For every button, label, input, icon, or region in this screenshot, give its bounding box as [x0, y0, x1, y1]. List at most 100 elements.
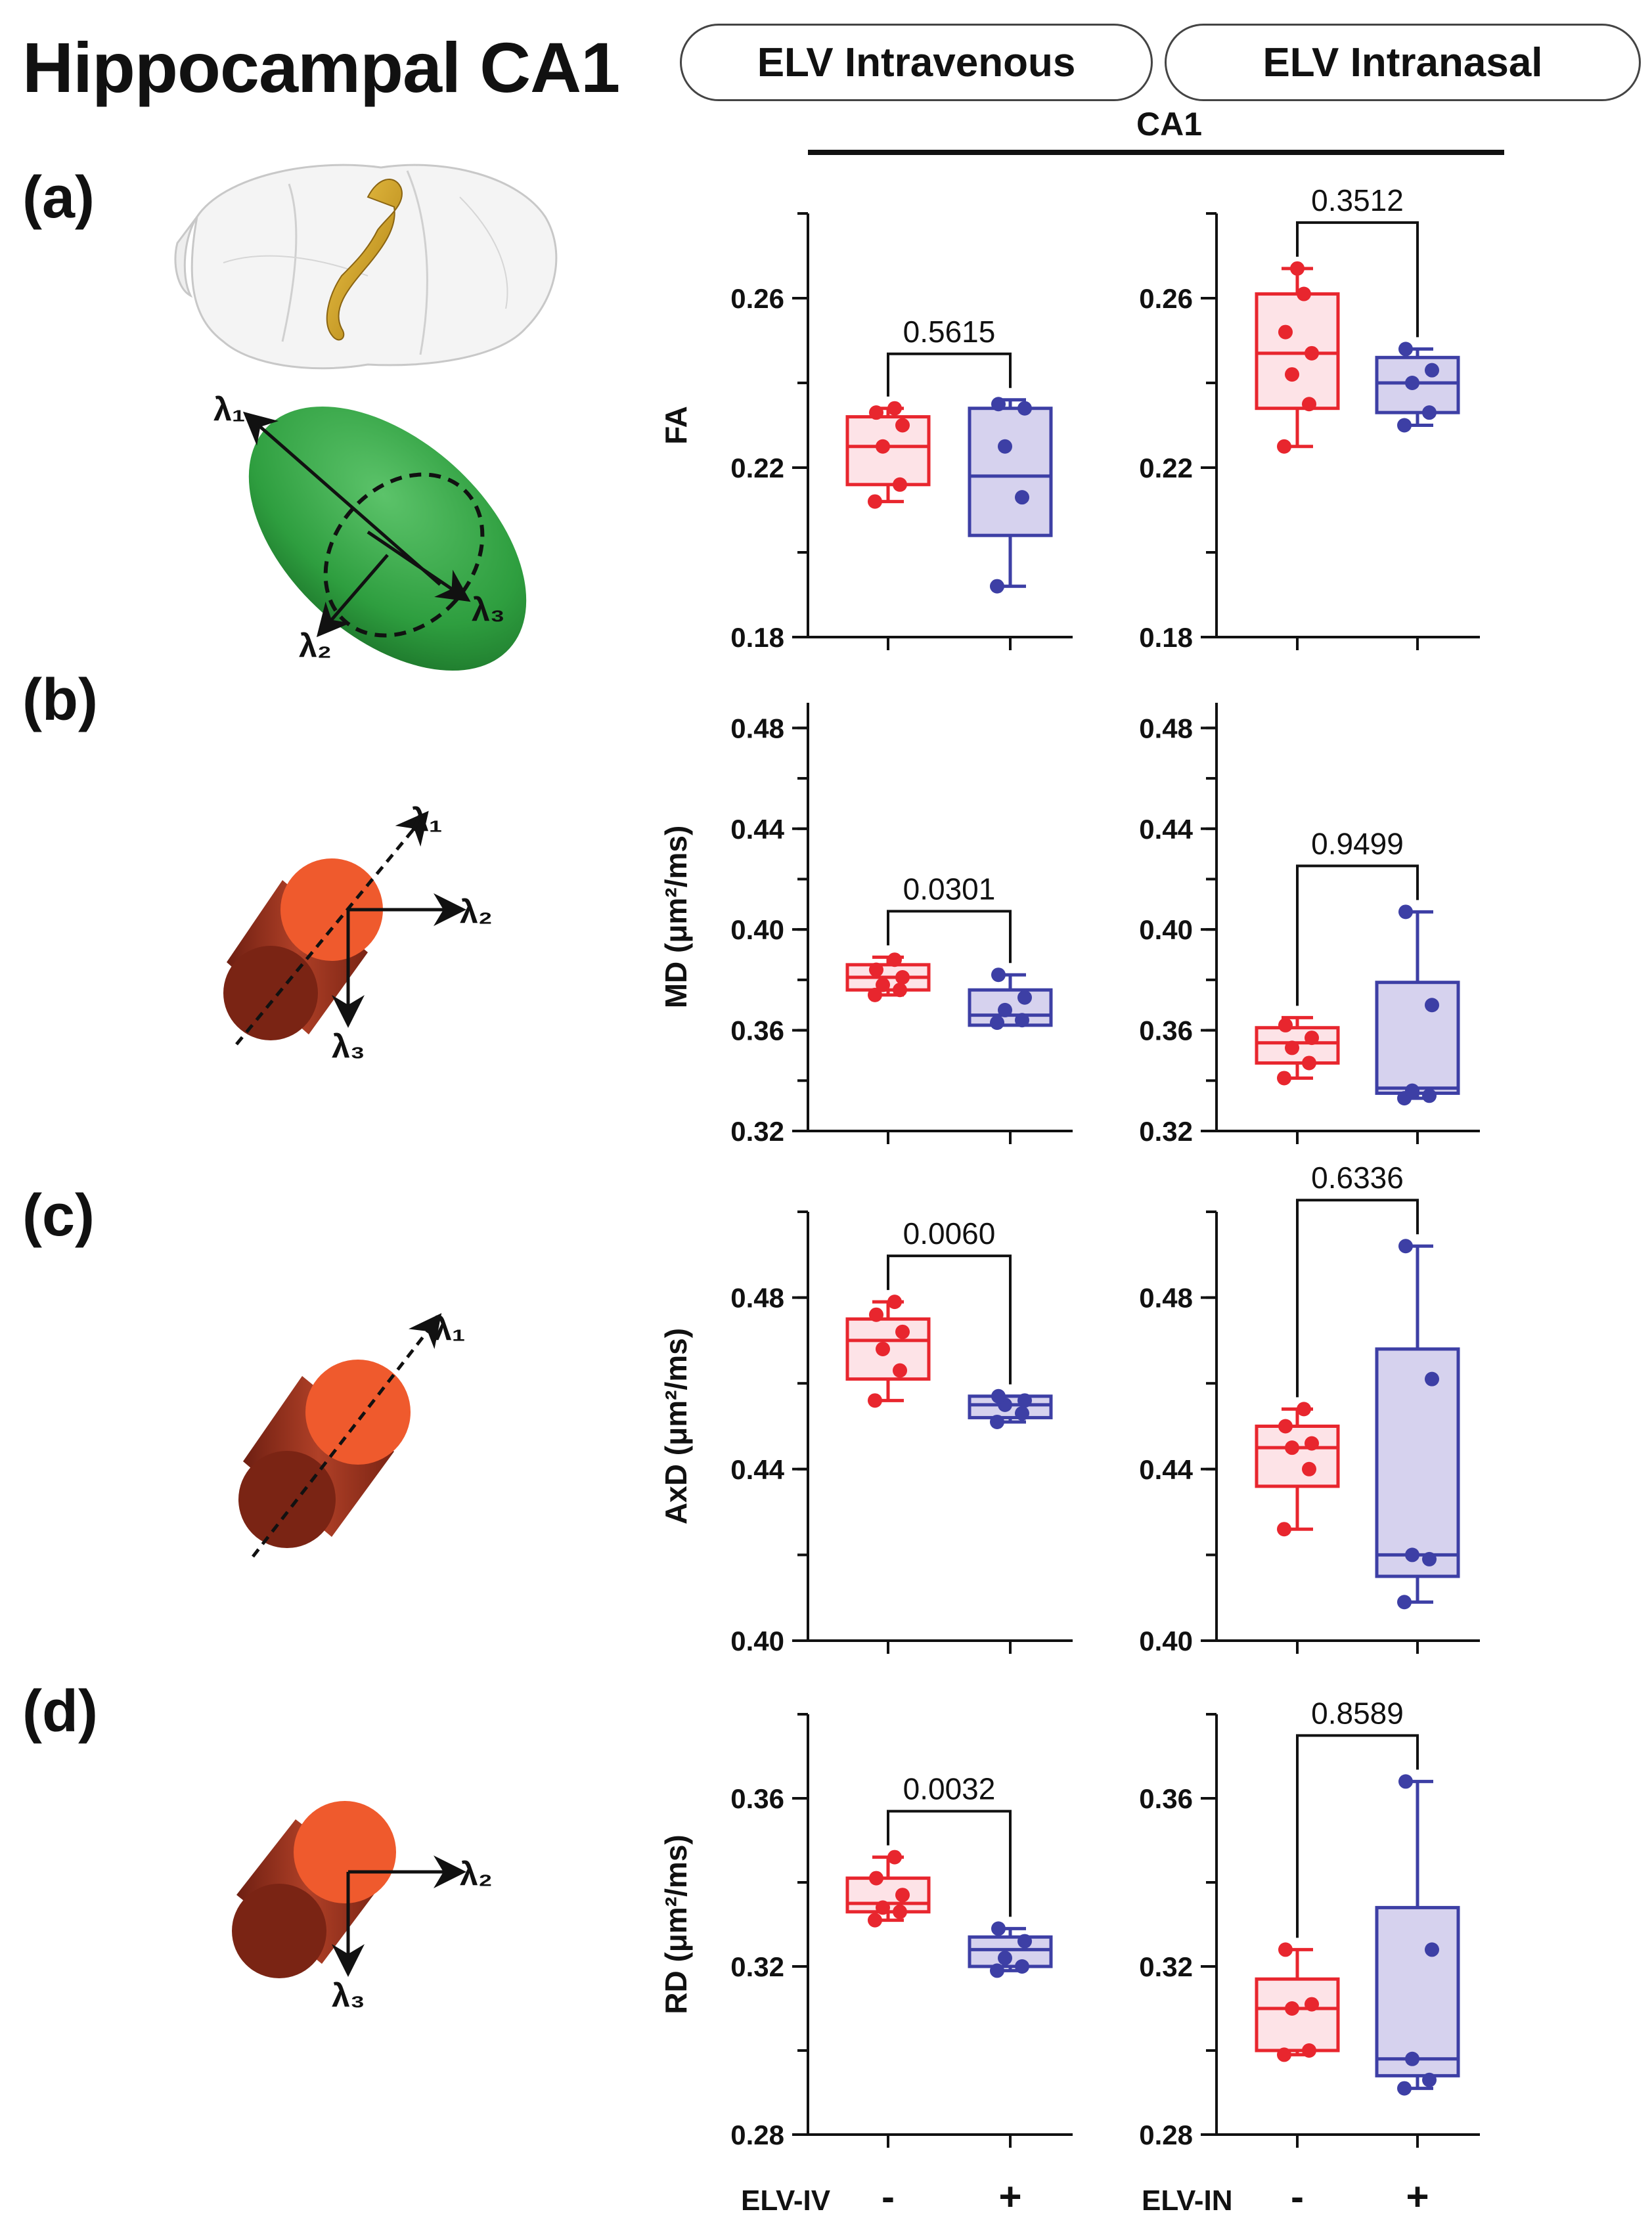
chart-b-in-y-tick-label: 0.48: [1139, 713, 1193, 743]
chart-d-iv-significance-bracket: [887, 1809, 1012, 1917]
chart-b-in-treated-point: [1425, 998, 1439, 1013]
lambda3-label-b: λ₃: [332, 1028, 365, 1065]
chart-d-in-p-value: 0.8589: [1311, 1696, 1404, 1730]
chart-c-in-control-point: [1302, 1461, 1316, 1476]
chart-c-in-significance-bracket: [1296, 1199, 1419, 1398]
chart-d-in-control-point: [1278, 1942, 1293, 1957]
chart-a-iv-p-value: 0.5615: [903, 315, 996, 349]
chart-c-iv-y-tick-label: 0.48: [730, 1283, 784, 1314]
figure-title: Hippocampal CA1: [22, 28, 620, 107]
chart-d-in-treated-point: [1405, 2051, 1419, 2066]
chart-c-in-control-box: [1255, 1425, 1340, 1488]
chart-a-iv-y-tick-label: 0.22: [730, 453, 784, 483]
chart-b-iv-y-tick-label: 0.48: [730, 713, 784, 743]
panel-letter-a: (a): [22, 165, 95, 231]
chart-b-in-treated-point: [1422, 1088, 1437, 1103]
chart-a-iv-significance-bracket: [887, 352, 1012, 397]
chart-b-iv-control-point: [887, 952, 902, 967]
chart-a-in-control-point: [1285, 367, 1299, 382]
chart-a-iv-treated-point: [990, 579, 1004, 594]
chart-d-in-control-point: [1305, 1997, 1319, 2012]
chart-d-in-treated-point: [1398, 1774, 1413, 1789]
chart-b-in-control-box: [1255, 1026, 1340, 1065]
chart-c-iv-control-point: [869, 1307, 883, 1322]
chart-d-in-treated-point: [1397, 2081, 1412, 2096]
chart-b-in-y-tick-label: 0.44: [1139, 814, 1193, 845]
chart-d-iv-treated-point: [1017, 1934, 1032, 1949]
chart-b-iv-treated-point: [1015, 1013, 1029, 1028]
chart-b-iv-treated-box: [968, 988, 1053, 1027]
chart-d-iv-control-point: [887, 1850, 902, 1865]
chart-c-iv-y-tick-label: 0.44: [730, 1454, 784, 1485]
chart-c-in-y-tick-label: 0.44: [1139, 1454, 1193, 1485]
lambda2-label-a: λ₂: [299, 627, 332, 664]
chart-a-iv-y-tick-label: 0.26: [730, 283, 784, 314]
chart-b-iv-p-value: 0.0301: [903, 872, 996, 906]
chart-c-in-y-tick-label: 0.40: [1139, 1626, 1193, 1656]
panel-letter-d: (d): [22, 1679, 98, 1744]
chart-d-in-treated-point: [1425, 1942, 1439, 1957]
cylinder-icon-b: [223, 810, 466, 1046]
chart-b-in-y-tick-label: 0.36: [1139, 1015, 1193, 1046]
chart-a-iv-treated-point: [998, 439, 1012, 454]
cylinder-icon-d: [232, 1801, 466, 1978]
chart-c-iv-y-axis-label: AxD (μm²/ms): [659, 1328, 693, 1524]
region-bracket-line: [808, 150, 1504, 155]
chart-b-iv-control-point: [895, 970, 910, 985]
chart-d-iv-control-point: [868, 1913, 882, 1928]
chart-b-iv-treated-point: [990, 1015, 1004, 1031]
chart-d-in-category-plus: +: [1406, 2175, 1429, 2218]
chart-a-in-p-value: 0.3512: [1311, 183, 1404, 217]
hippocampus-icon: [326, 179, 403, 341]
panel-letter-c: (c): [22, 1183, 95, 1249]
chart-c-iv-control-point: [893, 1363, 907, 1378]
chart-d-iv-p-value: 0.0032: [903, 1772, 996, 1806]
chart-a-in-y-tick-label: 0.18: [1139, 622, 1193, 653]
chart-a-in-y-tick-label: 0.26: [1139, 283, 1193, 314]
chart-c-in-control-point: [1278, 1419, 1293, 1434]
chart-c-iv-treated-point: [1017, 1393, 1032, 1408]
chart-b-iv-control-point: [869, 962, 883, 977]
chart-d-iv-control-point: [869, 1871, 883, 1886]
chart-a-in-control-point: [1290, 261, 1305, 276]
chart-d-iv-treated-point: [998, 1951, 1012, 1966]
chart-b-in-control-point: [1285, 1040, 1299, 1055]
x-group-label-in: ELV-IN: [1142, 2185, 1233, 2217]
chart-d-iv-y-tick-label: 0.36: [730, 1783, 784, 1814]
chart-b-iv-y-tick-label: 0.32: [730, 1116, 784, 1147]
cylinder-icon-c: [238, 1313, 442, 1558]
chart-d-iv-control-point: [895, 1888, 910, 1903]
chart-b-in-control-point: [1278, 1017, 1293, 1032]
chart-b-iv-treated-point: [998, 1002, 1012, 1017]
lambda1-label-c: λ₁: [434, 1310, 466, 1347]
chart-a-iv-control-point: [887, 401, 902, 416]
chart-c-in-treated-point: [1398, 1239, 1413, 1254]
x-group-label-iv: ELV-IV: [741, 2185, 831, 2217]
chart-a-iv-treated-point: [1017, 401, 1032, 416]
chart-a-iv-control-point: [869, 405, 883, 420]
chart-a-in-control-point: [1305, 345, 1319, 361]
chart-d-iv-treated-point: [991, 1921, 1006, 1936]
chart-c-iv-y-tick-label: 0.40: [730, 1626, 784, 1656]
chart-d-iv-control-point: [893, 1904, 907, 1919]
chart-c-iv-treated-point: [990, 1414, 1004, 1429]
chart-c-iv-p-value: 0.0060: [903, 1216, 996, 1251]
chart-b-in-treated-box: [1375, 981, 1460, 1095]
lambda1-label-a: λ₁: [213, 391, 246, 428]
chart-a-iv-control-point: [876, 439, 890, 454]
chart-a-in-treated-point: [1425, 363, 1439, 378]
chart-c-iv-control-point: [895, 1324, 910, 1339]
lambda2-label-d: λ₂: [460, 1855, 493, 1892]
chart-c-iv-control-point: [868, 1393, 882, 1408]
region-label: CA1: [1136, 106, 1203, 143]
chart-a-in-control-point: [1302, 397, 1316, 412]
chart-d-in-significance-bracket: [1296, 1734, 1419, 1938]
chart-d-in-y-tick-label: 0.32: [1139, 1951, 1193, 1982]
chart-d-in-y-tick-label: 0.28: [1139, 2119, 1193, 2150]
chart-b-iv-y-axis-label: MD (μm²/ms): [659, 826, 693, 1009]
chart-a-in-control-box: [1255, 292, 1340, 410]
lambda3-label-a: λ₃: [472, 591, 505, 628]
chart-a-iv-treated-point: [1015, 490, 1029, 505]
chart-a-in-treated-point: [1422, 405, 1437, 420]
chart-b-iv-y-tick-label: 0.40: [730, 914, 784, 945]
